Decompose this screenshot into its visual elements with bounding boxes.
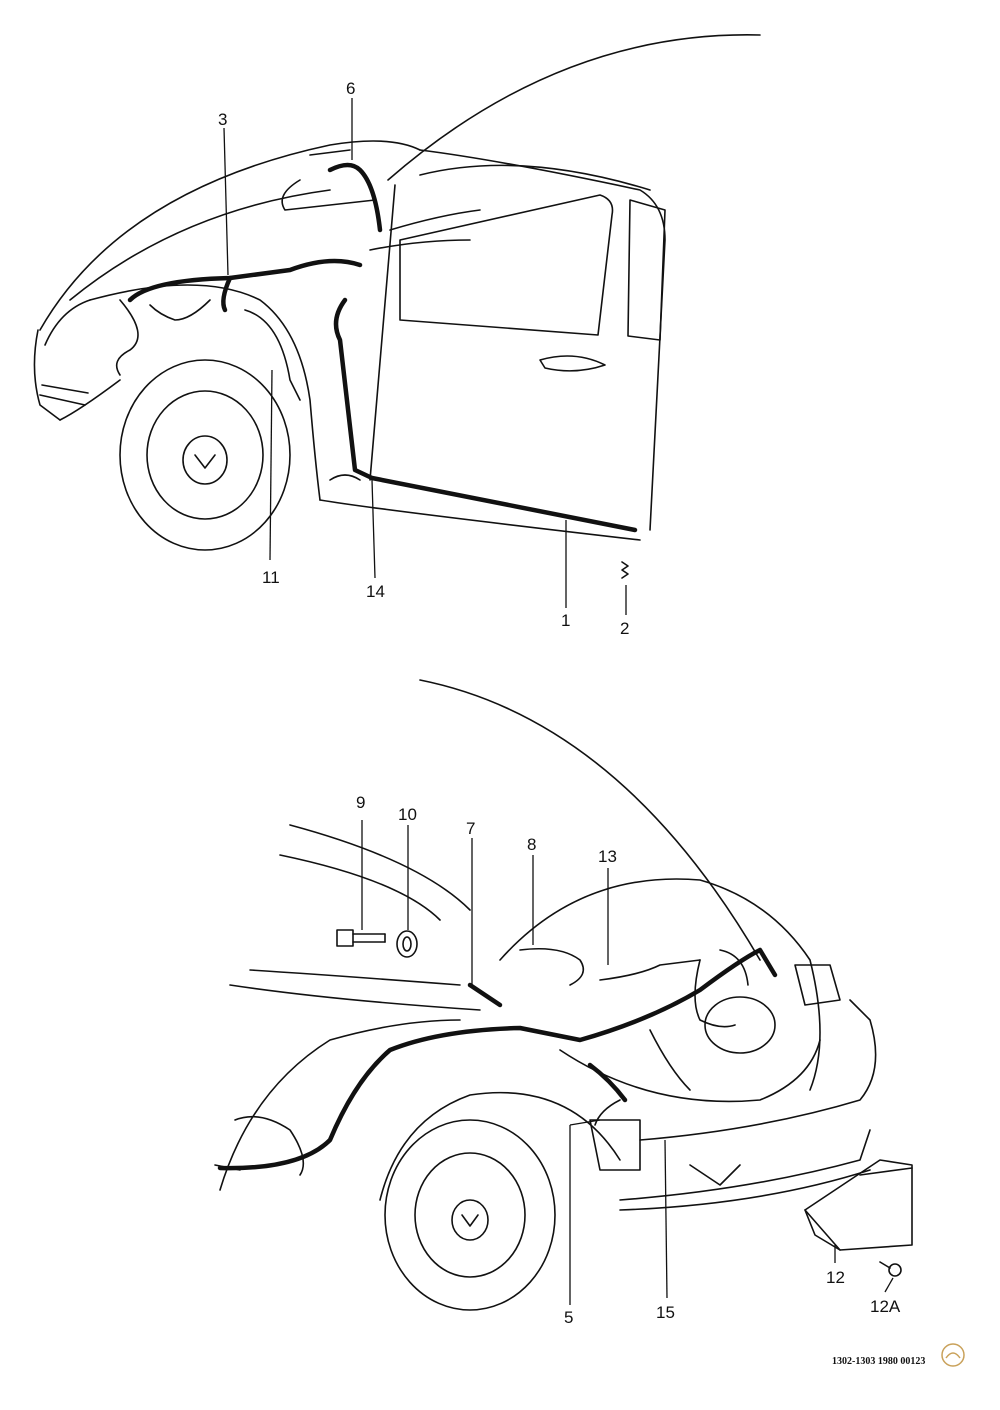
part-2-screw-icon — [621, 561, 629, 579]
callout-10: 10 — [398, 805, 417, 824]
callout-2: 2 — [620, 619, 629, 638]
bottom-wiring-harness — [217, 947, 778, 1171]
front-wheel-bottom — [379, 1091, 621, 1311]
bottom-leader-lines — [361, 820, 894, 1305]
screw-12a-icon — [879, 1261, 902, 1277]
callout-12: 12 — [826, 1268, 845, 1287]
footer-code: 1302-1303 1980 00123 — [832, 1356, 926, 1367]
bottom-callouts: 9 10 7 8 13 5 15 12 12A — [356, 793, 901, 1327]
callout-9: 9 — [356, 793, 365, 812]
callout-5: 5 — [564, 1308, 573, 1327]
bracket-12-icon — [804, 1159, 913, 1251]
callout-15: 15 — [656, 1303, 675, 1322]
top-view-car-drawing — [33, 34, 761, 551]
callout-14: 14 — [366, 582, 385, 601]
callout-3: 3 — [218, 110, 227, 129]
callout-6: 6 — [346, 79, 355, 98]
callout-12a: 12A — [870, 1297, 901, 1316]
callout-7: 7 — [466, 819, 475, 838]
top-leader-lines — [223, 98, 627, 615]
spare-wheel — [704, 996, 776, 1054]
top-callouts: 6 3 11 14 1 2 — [218, 79, 629, 638]
callout-1: 1 — [561, 611, 570, 630]
callout-11: 11 — [262, 568, 280, 587]
top-wiring-harness — [115, 149, 638, 533]
callout-8: 8 — [527, 835, 536, 854]
washer-10-icon — [396, 930, 418, 958]
bottom-view-car-drawing — [214, 679, 877, 1311]
publisher-logo-icon — [941, 1343, 965, 1367]
callout-13: 13 — [598, 847, 617, 866]
front-wheel-top — [119, 359, 291, 551]
bolt-9-icon — [336, 929, 386, 947]
